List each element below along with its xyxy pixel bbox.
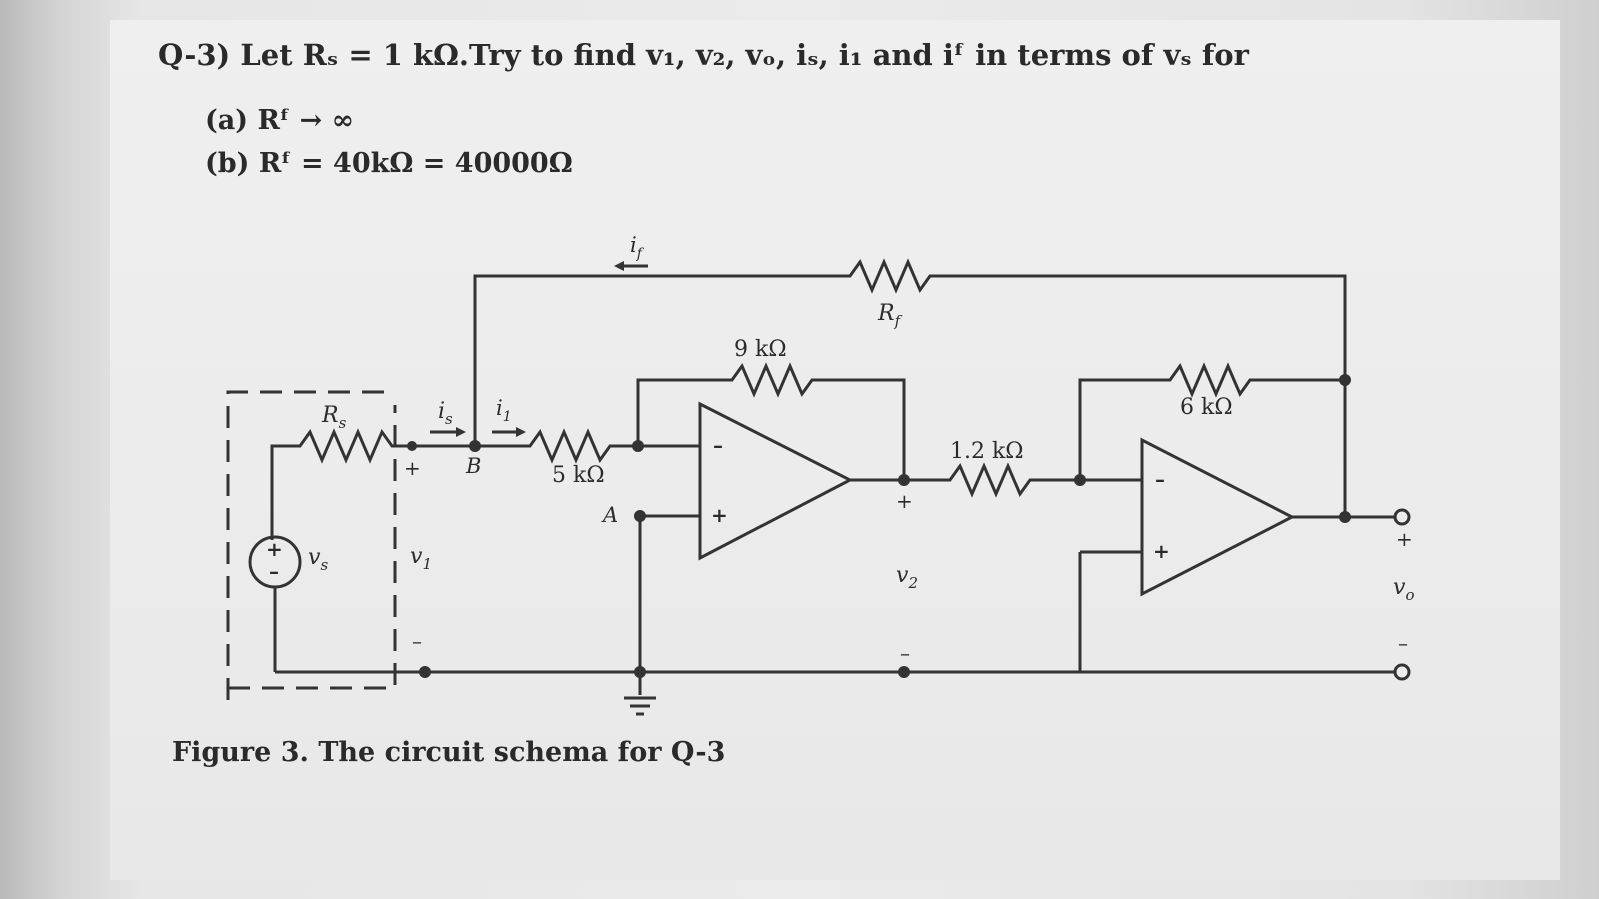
part-b: (b) Rᶠ = 40kΩ = 40000Ω — [205, 148, 573, 179]
r6k-resistor — [1078, 362, 1345, 480]
node-a-label: A — [601, 503, 618, 527]
r9k-resistor — [636, 362, 906, 480]
node-bottom-v2 — [898, 666, 910, 678]
r5k-resistor — [475, 428, 638, 464]
part-a: (a) Rᶠ → ∞ — [205, 105, 355, 136]
rs-label: Rs — [321, 403, 347, 432]
r9k-label: 9 kΩ — [734, 337, 787, 362]
r1-2k-resistor — [904, 462, 1080, 498]
v2-minus: – — [900, 641, 910, 665]
node-bottom-a — [634, 666, 646, 678]
i1-label: i1 — [496, 396, 512, 425]
svg-text:–: – — [269, 559, 279, 583]
vo-plus: + — [1396, 527, 1413, 551]
r6k-label: 6 kΩ — [1180, 395, 1233, 420]
v2-plus: + — [896, 489, 913, 513]
v1-plus: + — [404, 456, 421, 480]
r1-2k-label: 1.2 kΩ — [950, 439, 1024, 464]
svg-text:+: + — [1153, 539, 1170, 563]
opamp-1: – + — [638, 401, 904, 561]
vo-minus: – — [1398, 631, 1408, 655]
node-terminal-top — [407, 441, 417, 451]
rf-label: Rf — [877, 301, 903, 330]
if-label: if — [630, 233, 645, 262]
v1-minus: – — [412, 629, 422, 653]
figure-caption: Figure 3. The circuit schema for Q-3 — [172, 737, 726, 768]
vo-terminal-minus — [1393, 663, 1411, 681]
svg-text:+: + — [711, 503, 728, 527]
if-arrow — [614, 261, 648, 271]
voltage-source: + – — [248, 535, 302, 672]
r5k-label: 5 kΩ — [552, 463, 605, 488]
node-bottom-v1 — [419, 666, 431, 678]
node-out-dot — [1339, 511, 1351, 523]
is-label: is — [438, 399, 453, 428]
rs-resistor — [270, 428, 475, 540]
svg-text:–: – — [1155, 467, 1165, 491]
i1-arrow — [492, 427, 526, 437]
node-b-label: B — [465, 454, 481, 478]
vo-label: vo — [1393, 575, 1414, 604]
opamp-2: – + — [1078, 437, 1296, 672]
question-text: Q-3) Let Rₛ = 1 kΩ.Try to find v₁, v₂, v… — [158, 38, 1249, 72]
rf-resistor — [473, 258, 1347, 446]
vo-terminal-plus — [1393, 508, 1411, 526]
ground-icon — [624, 696, 656, 716]
v2-label: v2 — [896, 563, 918, 592]
source-enclosure — [226, 390, 397, 700]
v1-label: v1 — [410, 544, 432, 573]
vs-label: vs — [308, 545, 328, 574]
is-arrow — [430, 427, 466, 437]
svg-text:–: – — [713, 433, 723, 457]
svg-text:+: + — [266, 537, 283, 561]
